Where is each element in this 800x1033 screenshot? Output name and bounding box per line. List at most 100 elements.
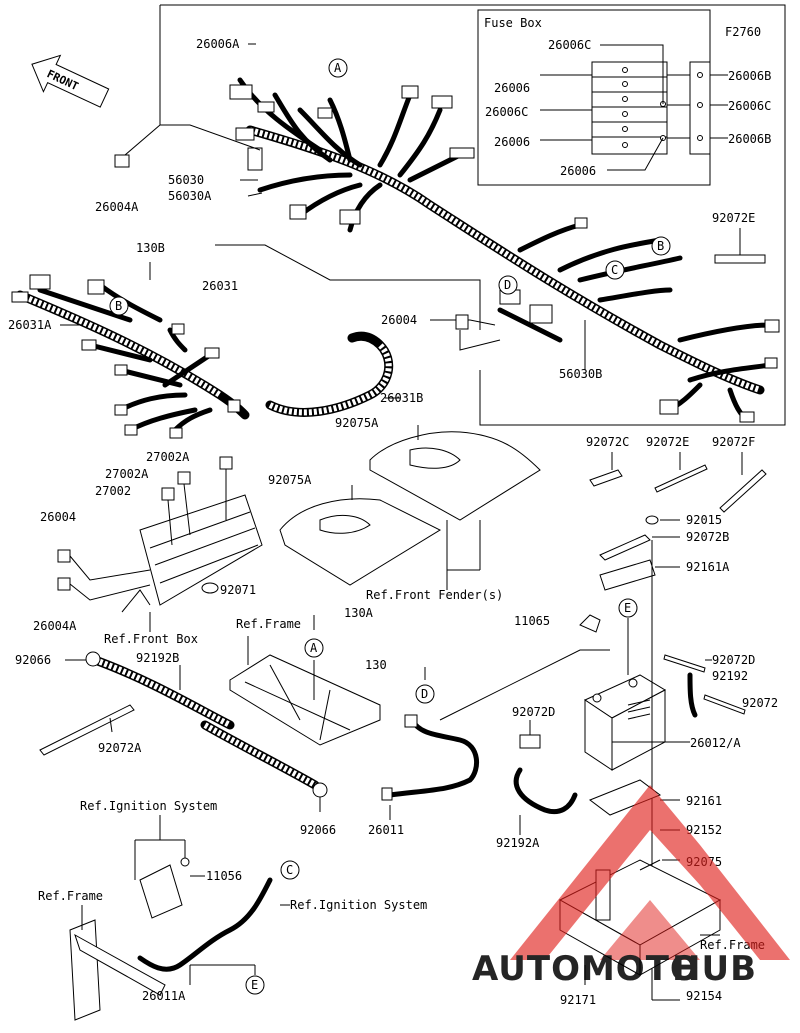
- callout-130B: 130B: [136, 241, 165, 255]
- callout-92066-bottom: 92066: [300, 823, 336, 837]
- callout-130A: 130A: [344, 606, 374, 620]
- connector-26004A-top: [114, 154, 130, 168]
- callout-92072B: 92072B: [686, 530, 729, 544]
- callout-92192A: 92192A: [496, 836, 540, 850]
- callout-92072A: 92072A: [98, 741, 142, 755]
- main-wiring-harness: [229, 77, 780, 423]
- callout-92161: 92161: [686, 794, 722, 808]
- callout-26004A-top: 26004A: [95, 200, 139, 214]
- callout-92075A-b: 92075A: [268, 473, 312, 487]
- callout-92066-top: 92066: [15, 653, 51, 667]
- callout-26031A: 26031A: [8, 318, 52, 332]
- marker-D-cable: D: [415, 684, 435, 704]
- fuse-label-26006B-top: 26006B: [728, 69, 771, 83]
- marker-C-ignition: C: [280, 860, 300, 880]
- circle-markers: A B C D B E A D C E: [109, 58, 671, 995]
- callout-26004A-left: 26004A: [33, 619, 77, 633]
- callout-ref-ignition-1: Ref.Ignition System: [80, 799, 217, 813]
- svg-text:E: E: [251, 978, 258, 992]
- callout-92154: 92154: [686, 989, 722, 1003]
- callout-ref-frame-left: Ref.Frame: [38, 889, 103, 903]
- callout-26004-mid: 26004: [381, 313, 417, 327]
- cable-26011: [381, 649, 610, 820]
- svg-text:B: B: [657, 239, 664, 253]
- svg-text:B: B: [115, 299, 122, 313]
- harness-group-border: [159, 4, 786, 426]
- fuse-label-26006-a: 26006: [494, 81, 530, 95]
- fuse-label-26006C-top: 26006C: [548, 38, 591, 52]
- svg-text:A: A: [310, 641, 318, 655]
- sub-harness-26031B: [265, 331, 400, 417]
- callout-92152: 92152: [686, 823, 722, 837]
- callout-92072: 92072: [742, 696, 778, 710]
- cable-92192B: [39, 651, 328, 812]
- callout-26012A: 26012/A: [690, 736, 741, 750]
- marker-B-right: B: [651, 236, 671, 256]
- callout-92192: 92192: [712, 669, 748, 683]
- callout-92015: 92015: [686, 513, 722, 527]
- fuse-label-26006C-mid: 26006C: [485, 105, 528, 119]
- svg-text:D: D: [421, 687, 428, 701]
- svg-text:A: A: [334, 61, 342, 75]
- callout-26011A: 26011A: [142, 989, 186, 1003]
- callout-27002A-a: 27002A: [146, 450, 190, 464]
- callout-92071: 92071: [220, 583, 256, 597]
- fuse-label-26006-c: 26006: [560, 164, 596, 178]
- front-fender-panels: [279, 425, 541, 590]
- fuse-box-inset: Fuse Box 26006C 26006 26006C 26006 26006…: [477, 9, 771, 186]
- marker-B-left: B: [109, 296, 129, 316]
- watermark-automoto: AUTOMOTO: [472, 949, 700, 989]
- callout-26031B: 26031B: [380, 391, 423, 405]
- callout-92072F: 92072F: [712, 435, 755, 449]
- callout-26006A: 26006A: [196, 37, 240, 51]
- callout-92161A: 92161A: [686, 560, 730, 574]
- callout-92072D-right: 92072D: [712, 653, 755, 667]
- fuse-box-title: Fuse Box: [484, 16, 542, 30]
- svg-text:E: E: [624, 601, 631, 615]
- callout-92075A-a: 92075A: [335, 416, 379, 430]
- frame-middle: [229, 615, 381, 746]
- fuse-label-26006C-right: 26006C: [728, 99, 771, 113]
- callout-27002: 27002: [95, 484, 131, 498]
- callout-ref-frame-mid: Ref.Frame: [236, 617, 301, 631]
- callout-ref-front-fender: Ref.Front Fender(s): [366, 588, 503, 602]
- callout-56030A: 56030A: [168, 189, 212, 203]
- callout-92072D-mid: 92072D: [512, 705, 555, 719]
- front-box: [57, 456, 263, 632]
- callout-130: 130: [365, 658, 387, 672]
- sub-harness-26031A: [11, 274, 250, 439]
- battery-straps: [588, 515, 680, 1001]
- callout-11065: 11065: [514, 614, 550, 628]
- marker-C-right: C: [605, 260, 625, 280]
- marker-E-bottom: E: [245, 975, 265, 995]
- callout-11056: 11056: [206, 869, 242, 883]
- callout-ref-ignition-2: Ref.Ignition System: [290, 898, 427, 912]
- svg-text:C: C: [286, 863, 293, 877]
- callout-26031: 26031: [202, 279, 238, 293]
- callout-56030: 56030: [168, 173, 204, 187]
- callout-ref-front-box: Ref.Front Box: [104, 632, 198, 646]
- ignition-area: [69, 815, 290, 1021]
- fuse-label-26006-b: 26006: [494, 135, 530, 149]
- front-arrow-icon: FRONT: [31, 54, 110, 108]
- marker-E-battery: E: [618, 598, 638, 618]
- svg-text:D: D: [504, 278, 511, 292]
- part-callouts: 26006A 26004A 56030 56030A 130B 26031 26…: [8, 37, 778, 1007]
- callout-92072E-mid: 92072E: [646, 435, 689, 449]
- callout-92072C: 92072C: [586, 435, 629, 449]
- top-leader-lines: [124, 43, 741, 370]
- marker-A-top: A: [328, 58, 348, 78]
- fuse-label-26006B-bottom: 26006B: [728, 132, 771, 146]
- callout-92171: 92171: [560, 993, 596, 1007]
- callout-26004-left: 26004: [40, 510, 76, 524]
- connector-26004-mid: [455, 314, 469, 330]
- callout-92192B: 92192B: [136, 651, 179, 665]
- callout-92072E-top: 92072E: [712, 211, 755, 225]
- diagram-code: F2760: [725, 25, 761, 39]
- callout-27002A-b: 27002A: [105, 467, 149, 481]
- cable-ties: [513, 452, 767, 835]
- svg-text:C: C: [611, 263, 618, 277]
- marker-A-frame: A: [304, 638, 324, 658]
- callout-26011: 26011: [368, 823, 404, 837]
